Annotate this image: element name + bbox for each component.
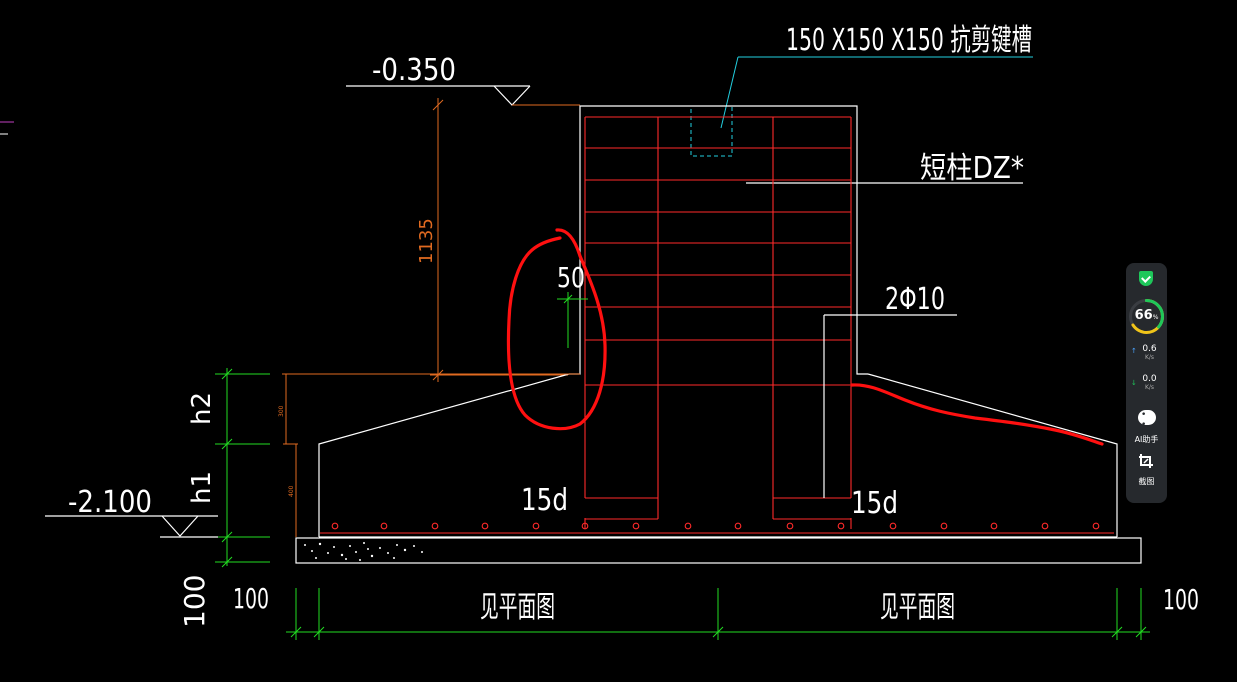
dimension-50: 50 xyxy=(557,261,588,348)
red-markup-annotations xyxy=(506,228,1104,446)
speed-widget[interactable]: 66% ↑ 0.6 K/s ↓ 0.0 K/s AI助手 截图 xyxy=(1126,263,1167,503)
dimension-1135-label: 1135 xyxy=(416,218,437,264)
column-outline xyxy=(569,105,868,375)
h2-label: h2 xyxy=(187,392,217,425)
elevation-marker-bottom: -2.100 xyxy=(45,485,218,538)
percent-unit: % xyxy=(1152,314,1159,321)
percent-readout: 66% xyxy=(1126,308,1167,323)
download-unit: K/s xyxy=(1144,384,1155,391)
shear-key-label: 150 X150 X150 抗剪键槽 xyxy=(786,23,1032,58)
shield-check-icon[interactable] xyxy=(1139,271,1153,286)
upload-value: 0.6 xyxy=(1142,344,1157,354)
markup-circle xyxy=(506,228,607,431)
dim-100-vertical-label: 100 xyxy=(178,575,211,628)
column-rebar xyxy=(320,116,1114,534)
elevation-marker-top: -0.350 xyxy=(346,53,531,106)
dimension-50-label: 50 xyxy=(557,261,585,294)
foundation-outline xyxy=(295,373,1142,564)
screenshot-label[interactable]: 截图 xyxy=(1138,477,1155,486)
small-h2-dim-label: 300 xyxy=(278,405,285,417)
percent-value: 66 xyxy=(1134,308,1153,323)
small-height-dims: 300 400 xyxy=(278,373,580,537)
rebar-2phi10-label: 2Φ10 xyxy=(885,282,945,317)
anchor-right-label: 15d xyxy=(851,486,898,521)
small-h1-dim-label: 400 xyxy=(288,485,295,497)
see-plan-right-label: 见平面图 xyxy=(880,590,955,625)
dim-100-left-label: 100 xyxy=(233,582,269,615)
percent-gauge xyxy=(1129,299,1164,334)
vertical-dimension-chain: h2 h1 100 xyxy=(178,368,270,628)
dim-100-right-label: 100 xyxy=(1163,583,1199,616)
short-column-label: 短柱DZ* xyxy=(920,151,1024,186)
ai-assistant-icon[interactable] xyxy=(1138,410,1156,430)
horizontal-dimension-chain: 100 见平面图 见平面图 100 xyxy=(233,582,1199,640)
shear-key: 150 X150 X150 抗剪键槽 xyxy=(690,23,1033,157)
markup-underline xyxy=(850,383,1104,446)
upload-unit: K/s xyxy=(1144,354,1155,361)
download-value: 0.0 xyxy=(1142,374,1157,384)
download-arrow-icon: ↓ xyxy=(1131,379,1137,387)
concrete-hatch xyxy=(304,542,423,561)
upload-arrow-icon: ↑ xyxy=(1131,347,1137,355)
upload-rate: 0.6 K/s xyxy=(1129,345,1170,362)
see-plan-left-label: 见平面图 xyxy=(480,590,555,625)
ai-assistant-label[interactable]: AI助手 xyxy=(1134,435,1159,444)
short-column-label-group: 短柱DZ* xyxy=(746,151,1024,186)
bottom-rebar-dots xyxy=(331,522,1100,530)
h1-label: h1 xyxy=(187,471,217,504)
anchor-left-label: 15d xyxy=(521,483,568,518)
elevation-bottom-label: -2.100 xyxy=(68,485,152,520)
edge-artifacts xyxy=(0,121,14,135)
rebar-2phi10: 2Φ10 xyxy=(823,282,957,498)
screenshot-crop-icon[interactable] xyxy=(1138,453,1154,469)
dimension-1135: 1135 xyxy=(416,98,580,382)
elevation-top-label: -0.350 xyxy=(372,53,456,88)
download-rate: 0.0 K/s xyxy=(1129,375,1170,392)
